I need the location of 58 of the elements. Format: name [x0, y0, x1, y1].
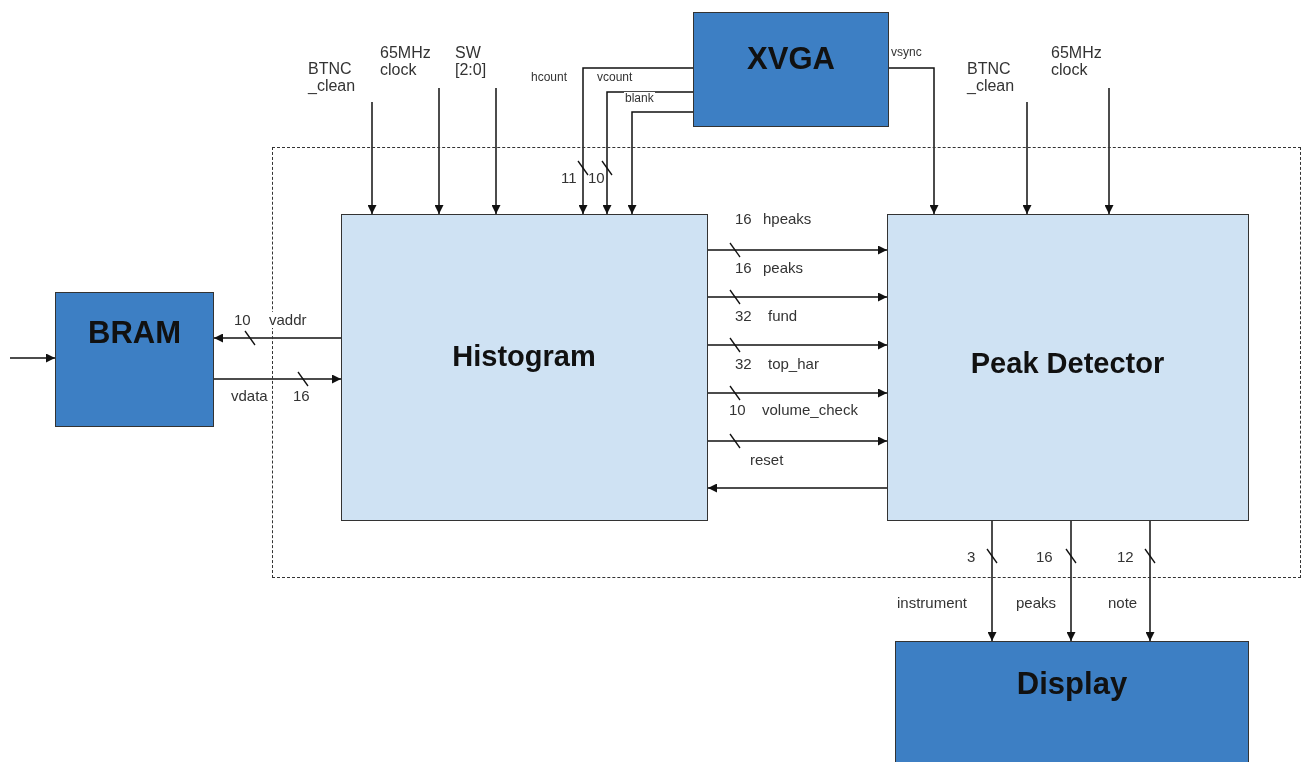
block-box: Display: [895, 641, 1249, 762]
arrow: [707, 292, 888, 302]
bus-width-label: 12: [1117, 549, 1134, 565]
bus-width-label: 3: [967, 549, 976, 565]
arrow: [707, 388, 888, 398]
arrow: [213, 333, 342, 343]
arrow: [578, 67, 694, 215]
arrow: [987, 520, 997, 642]
arrow: [707, 245, 888, 255]
signal-label: 65MHz clock: [380, 44, 441, 88]
signal-label: SW [2:0]: [455, 44, 497, 88]
arrow: [491, 87, 501, 215]
bus-width-label: 10: [588, 170, 605, 186]
bus-width-label: 11: [561, 170, 577, 186]
arrow: [367, 101, 377, 215]
edge-label: hpeaks: [762, 211, 813, 227]
arrow: [1145, 520, 1155, 642]
module-box: Histogram: [340, 213, 708, 521]
edge-label: hcount: [530, 71, 569, 84]
signal-label: BTNC _clean: [308, 60, 373, 102]
arrow: [602, 91, 694, 215]
block-box: XVGA: [693, 12, 889, 127]
signal-label: BTNC _clean: [967, 60, 1028, 102]
bus-width-label: 16: [1036, 549, 1053, 565]
bus-width-label: 16: [735, 260, 752, 276]
bus-width-label: 10: [234, 312, 251, 328]
edge-label: reset: [749, 452, 785, 468]
edge-label: vsync: [890, 46, 923, 59]
arrow: [434, 87, 444, 215]
edge-label: instrument: [896, 595, 969, 611]
arrow: [9, 353, 56, 363]
arrow: [1104, 87, 1114, 215]
signal-label: 65MHz clock: [1051, 44, 1113, 88]
arrow: [888, 67, 939, 215]
bus-width-label: 16: [735, 211, 752, 227]
edge-label: note: [1107, 595, 1139, 611]
arrow: [1022, 101, 1032, 215]
arrow: [627, 111, 694, 215]
module-box: Peak Detector: [886, 213, 1249, 521]
edge-label: fund: [767, 308, 799, 324]
edge-label: vaddr: [268, 312, 308, 328]
edge-label: top_har: [767, 356, 820, 372]
edge-label: volume_check: [761, 402, 859, 418]
edge-label: peaks: [762, 260, 805, 276]
arrow: [707, 483, 888, 493]
block-box: BRAM: [55, 292, 214, 427]
edge-label: peaks: [1015, 595, 1058, 611]
arrow: [1066, 520, 1076, 642]
bus-width-label: 10: [729, 402, 746, 418]
bus-width-label: 32: [735, 356, 752, 372]
bus-width-label: 16: [293, 388, 310, 404]
arrow: [707, 436, 888, 446]
edge-label: vdata: [230, 388, 269, 404]
edge-label: blank: [624, 92, 655, 105]
arrow: [707, 340, 888, 350]
edge-label: vcount: [596, 71, 634, 84]
bus-width-label: 32: [735, 308, 752, 324]
arrow: [213, 374, 342, 384]
